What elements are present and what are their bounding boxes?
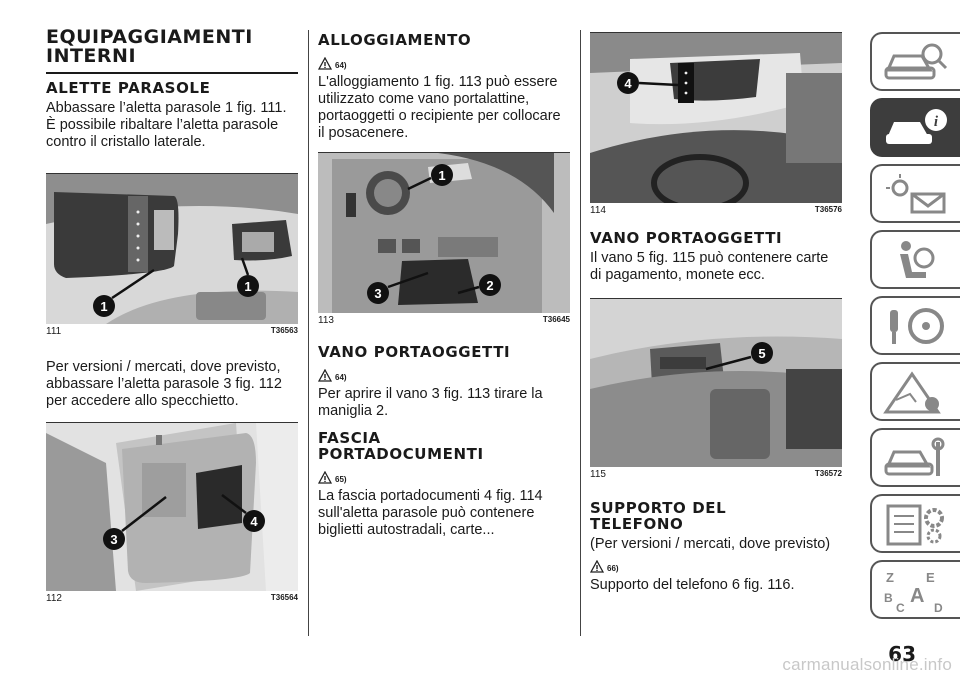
figure-image: 5 xyxy=(590,299,842,467)
figure-rule xyxy=(46,422,298,423)
key-steering-icon xyxy=(890,308,944,344)
paragraph-fascia: La fascia portadocumenti 4 fig. 114 sull… xyxy=(318,488,543,538)
car-search-icon xyxy=(884,43,948,80)
figure-115: 5 115 T36572 xyxy=(590,298,842,480)
figure-caption: 112 T36564 xyxy=(46,591,298,604)
figure-image: 3 4 xyxy=(46,423,298,591)
alphabet-index-icon: Z E A B C D xyxy=(884,570,943,614)
callout-label: 4 xyxy=(250,514,258,529)
tab-car-maintenance[interactable] xyxy=(870,428,960,487)
figure-111: 1 1 111 T36563 xyxy=(46,173,298,337)
warning-ref: 65) xyxy=(318,466,570,484)
section-title-fascia-portadocumenti: FASCIA PORTADOCUMENTI xyxy=(318,429,484,463)
figure-rule xyxy=(590,298,842,299)
page-number: 63 xyxy=(888,642,916,666)
tab-road-warning[interactable] xyxy=(870,362,960,421)
figure-113: 1 3 2 113 T36645 xyxy=(318,152,570,326)
column-right: 4 114 T36576 VANO PORTAOGGETTI Il vano 5… xyxy=(590,32,842,594)
figure-caption: 115 T36572 xyxy=(590,467,842,480)
tab-alphabet-index[interactable]: Z E A B C D xyxy=(870,560,960,619)
figure-code: T36576 xyxy=(814,205,842,214)
warning-triangle-icon xyxy=(318,471,332,484)
figure-image: 4 xyxy=(590,33,842,203)
tab-airbag-seat[interactable] xyxy=(870,230,960,289)
callout-label: 3 xyxy=(110,532,117,547)
figure-112: 3 4 112 T36564 xyxy=(46,422,298,604)
section-title-vano-portaoggetti-2: VANO PORTAOGGETTI xyxy=(590,229,783,247)
warning-ref: 66) xyxy=(590,555,842,573)
car-info-icon: i xyxy=(886,109,947,144)
road-warning-icon xyxy=(883,371,941,414)
paragraph-alloggiamento: L'alloggiamento 1 fig. 113 può essere ut… xyxy=(318,74,561,141)
paragraph-vano: Per aprire il vano 3 fig. 113 tirare la … xyxy=(318,386,543,419)
figure-image: 1 3 2 xyxy=(318,153,570,313)
warning-triangle-icon xyxy=(590,560,604,573)
car-maintenance-icon xyxy=(884,437,945,476)
paragraph-supporto-subtitle: (Per versioni / mercati, dove previsto) xyxy=(590,536,831,552)
section-title-alette-parasole: ALETTE PARASOLE xyxy=(46,79,211,97)
figure-image: 1 1 xyxy=(46,174,298,324)
figure-number: 113 xyxy=(318,315,334,326)
warning-triangle-icon xyxy=(318,57,332,70)
warning-ref-number: 64) xyxy=(335,61,347,70)
callout-label: 1 xyxy=(100,299,107,314)
figure-number: 115 xyxy=(590,469,606,480)
warning-ref-number: 64) xyxy=(335,373,347,382)
figure-number: 111 xyxy=(46,326,62,337)
figure-rule xyxy=(318,152,570,153)
tab-warning-lights[interactable] xyxy=(870,164,960,223)
tab-key-steering[interactable] xyxy=(870,296,960,355)
index-letter: A xyxy=(910,585,924,607)
section-title-vano-portaoggetti: VANO PORTAOGGETTI xyxy=(318,343,511,361)
specs-gear-icon xyxy=(886,504,944,546)
figure-rule xyxy=(46,173,298,174)
figure-rule xyxy=(590,32,842,33)
tab-specs-gear[interactable] xyxy=(870,494,960,553)
warning-ref: 64) xyxy=(318,364,570,382)
figure-caption: 113 T36645 xyxy=(318,313,570,326)
airbag-seat-icon xyxy=(900,241,935,278)
column-left: EQUIPAGGIAMENTI INTERNI ALETTE PARASOLE … xyxy=(46,28,298,604)
paragraph-specchietto: Per versioni / mercati, dove previsto, a… xyxy=(46,359,282,409)
column-middle: ALLOGGIAMENTO 64) L'alloggiamento 1 fig.… xyxy=(318,28,570,539)
title-rule xyxy=(46,72,298,74)
figure-code: T36645 xyxy=(542,315,570,324)
index-letter: Z xyxy=(886,570,894,585)
figure-caption: 111 T36563 xyxy=(46,324,298,337)
index-letter: C xyxy=(896,601,905,614)
paragraph-supporto: Supporto del telefono 6 fig. 116. xyxy=(590,577,795,593)
figure-code: T36564 xyxy=(270,593,298,602)
paragraph-vano-5: Il vano 5 fig. 115 può contenere carte d… xyxy=(590,250,829,283)
chapter-title: EQUIPAGGIAMENTI INTERNI xyxy=(46,26,253,67)
warning-ref-number: 65) xyxy=(335,475,347,484)
callout-label: 5 xyxy=(758,346,765,361)
figure-number: 114 xyxy=(590,205,606,216)
callout-label: 3 xyxy=(374,286,381,301)
svg-text:i: i xyxy=(934,114,939,130)
figure-number: 112 xyxy=(46,593,62,604)
figure-code: T36572 xyxy=(814,469,842,478)
warning-triangle-icon xyxy=(318,369,332,382)
callout-label: 2 xyxy=(486,278,493,293)
warning-lights-icon xyxy=(886,174,946,214)
warning-ref: 64) xyxy=(318,52,570,70)
warning-ref-number: 66) xyxy=(607,564,619,573)
callout-label: 4 xyxy=(624,76,632,91)
callout-label: 1 xyxy=(438,168,445,183)
index-letter: D xyxy=(934,601,943,614)
paragraph-alette: Abbassare l’aletta parasole 1 fig. 111. … xyxy=(46,100,287,150)
watermark: carmanualsonline.info xyxy=(782,655,952,674)
index-letter: E xyxy=(926,570,935,585)
tab-car-info[interactable]: i xyxy=(870,98,960,157)
section-title-alloggiamento: ALLOGGIAMENTO xyxy=(318,31,472,49)
column-separator xyxy=(580,30,581,636)
column-separator xyxy=(308,30,309,636)
figure-caption: 114 T36576 xyxy=(590,203,842,216)
callout-label: 1 xyxy=(244,279,251,294)
figure-114: 4 114 T36576 xyxy=(590,32,842,216)
section-title-supporto-telefono: SUPPORTO DEL TELEFONO xyxy=(590,499,727,533)
index-letter: B xyxy=(884,591,893,605)
tab-car-search[interactable] xyxy=(870,32,960,91)
figure-code: T36563 xyxy=(270,326,298,335)
